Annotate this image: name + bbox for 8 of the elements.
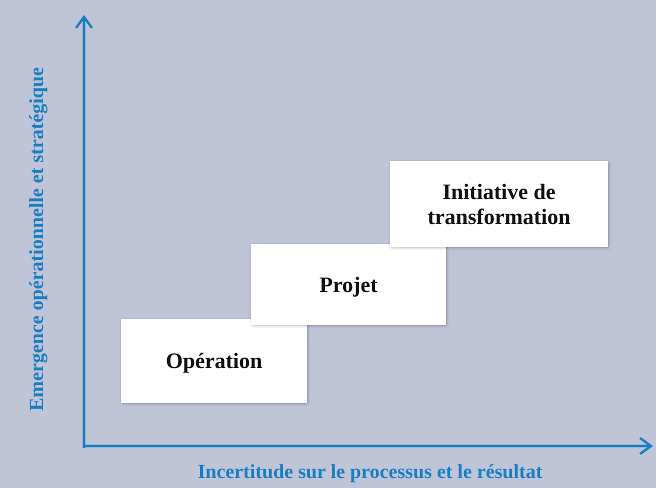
box-label: Projet <box>318 272 379 298</box>
process-box <box>390 161 608 247</box>
box-label: Opération <box>164 348 264 374</box>
x-axis-title: Incertitude sur le processus et le résultat <box>196 461 544 483</box>
box-label: Initiative de transformation <box>426 178 572 230</box>
process-box <box>251 244 446 325</box>
process-box <box>121 319 307 403</box>
y-axis-title: Emergence opérationnelle et stratégique <box>26 66 48 413</box>
